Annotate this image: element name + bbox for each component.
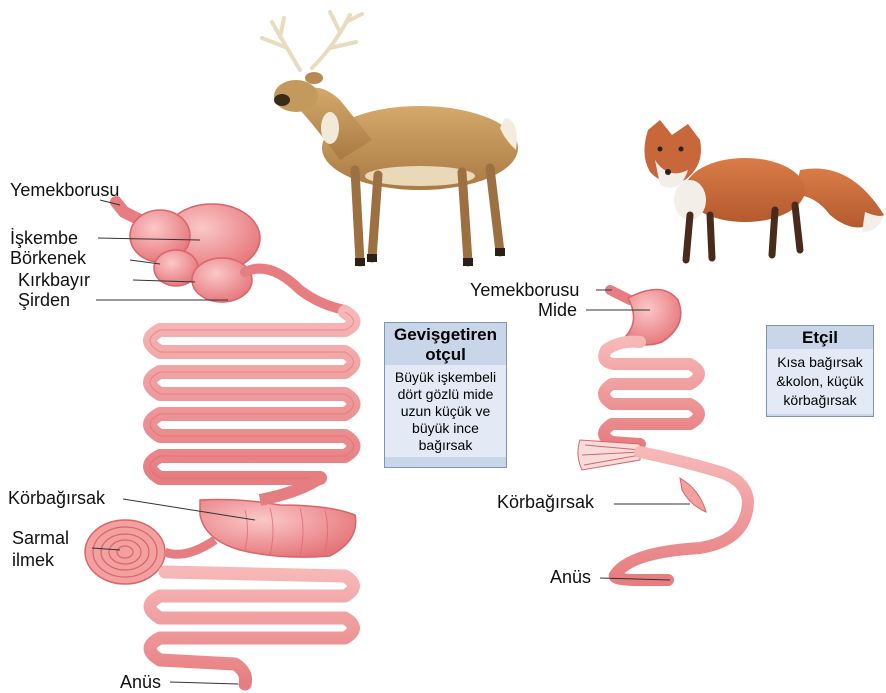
label-stomach: Mide [538,300,577,320]
herbivore-title-line2: otçul [385,345,506,365]
herbivore-desc-line2: dört gözlü mide [385,386,506,403]
herbivore-desc-line4: büyük ince [385,420,506,437]
herbivore-info-box: Gevişgetiren otçul Büyük işkembeli dört … [384,322,507,468]
label-carnivore-esophagus: Yemekborusu [470,280,579,300]
label-carnivore-anus: Anüs [550,567,591,587]
label-rumen: İşkembe [10,228,78,248]
carnivore-desc-line3: körbağırsak [767,391,873,410]
carnivore-title: Etçil [767,326,873,349]
herbivore-desc-line3: uzun küçük ve [385,403,506,420]
carnivore-info-box: Etçil Kısa bağırsak &kolon, küçük körbağ… [766,325,874,417]
label-reticulum: Börkenek [10,248,86,268]
label-carnivore-cecum: Körbağırsak [497,492,594,512]
label-spiral-colon-line2: ilmek [12,550,54,570]
herbivore-desc-line5: bağırsak [385,437,506,454]
label-herbivore-anus: Anüs [120,672,161,692]
carnivore-digestive-tract [578,289,748,580]
fox-illustration [644,120,884,260]
herbivore-desc-line1: Büyük işkembeli [385,369,506,386]
label-abomasum: Şirden [18,290,70,310]
herbivore-digestive-tract [85,202,356,684]
label-omasum: Kırkbayır [18,270,90,290]
carnivore-desc-line1: Kısa bağırsak [767,353,873,372]
herbivore-title-line1: Gevişgetiren [385,325,506,345]
label-herbivore-esophagus: Yemekborusu [10,180,119,200]
label-spiral-colon-line1: Sarmal [12,528,69,548]
deer-illustration [262,12,518,266]
label-herbivore-cecum: Körbağırsak [8,488,105,508]
carnivore-desc-line2: &kolon, küçük [767,372,873,391]
